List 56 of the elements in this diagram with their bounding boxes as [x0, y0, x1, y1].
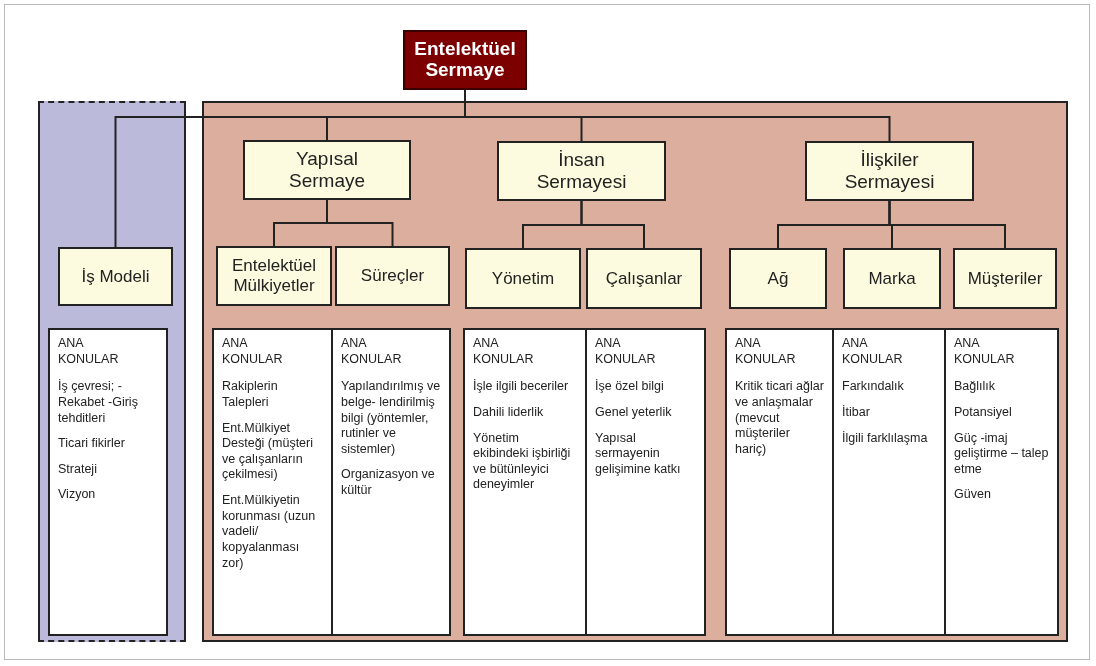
list-item: Kritik ticari ağlar ve anlaşmalar (mevcut müşteriler hariç)	[735, 379, 824, 458]
connector-line	[580, 200, 645, 249]
category-box: İlişkiler Sermayesi	[805, 141, 974, 201]
topic-list-box	[48, 328, 168, 636]
topic-list-box	[585, 328, 706, 636]
category-box: Çalışanlar	[586, 248, 702, 309]
list-heading: ANA KONULAR	[222, 336, 284, 368]
list-item: Farkındalık	[842, 379, 905, 395]
category-box: İnsan Sermayesi	[497, 141, 666, 201]
list-heading: ANA KONULAR	[954, 336, 1016, 368]
topic-list-box	[331, 328, 451, 636]
connector-line	[888, 200, 1006, 249]
category-box: Süreçler	[335, 246, 450, 306]
list-item: Ent.Mülkiyet Desteği (müşteri ve çalışanların çekilmesi)	[222, 420, 314, 483]
list-item: Ent.Mülkiyetin korunması (uzun vadeli/ kopyalanması zor)	[222, 493, 317, 572]
group-panel	[202, 101, 1068, 642]
list-item: Vizyon	[58, 487, 97, 503]
topic-list-box	[725, 328, 834, 636]
topic-list-box	[463, 328, 587, 636]
list-item: Güç -imaj geliştirme – talep etme	[954, 430, 1049, 478]
topic-list-box	[832, 328, 946, 636]
category-box: Entelektüel Mülkiyetler	[216, 246, 332, 306]
category-box: İş Modeli	[58, 247, 173, 306]
list-item: Strateji	[58, 461, 98, 478]
list-item: Potansiyel	[954, 404, 1013, 421]
list-heading: ANA KONULAR	[842, 336, 904, 368]
topic-list-box	[212, 328, 333, 636]
list-heading: ANA KONULAR	[341, 336, 403, 368]
connector-line	[326, 199, 394, 247]
list-item: İtibar	[842, 404, 871, 421]
category-box: Yapısal Sermaye	[243, 140, 411, 200]
list-item: Bağlılık	[954, 379, 996, 395]
list-heading: ANA KONULAR	[735, 336, 797, 368]
category-box: Marka	[843, 248, 941, 309]
list-item: Yönetim ekibindeki işbirliği ve bütünleyici deneyimler	[473, 430, 572, 493]
category-box: Ağ	[729, 248, 827, 309]
root-box: Entelektüel Sermaye	[403, 30, 527, 90]
list-item: Güven	[954, 487, 992, 503]
list-item: Yapılandırılmış ve belge- lendirilmiş bilgi (yöntemler, rutinler ve sistemler)	[341, 379, 441, 458]
category-box: Müşteriler	[953, 248, 1057, 309]
list-item: Yapısal sermayenin gelişimine katkı	[595, 430, 682, 478]
list-item: Genel yeterlik	[595, 404, 673, 421]
list-heading: ANA KONULAR	[595, 336, 657, 368]
group-panel	[38, 101, 186, 642]
list-item: Dahili liderlik	[473, 404, 545, 421]
list-item: İlgili farklılaşma	[842, 430, 929, 447]
list-item: İş çevresi; -Rekabet -Giriş tehditleri	[58, 379, 139, 427]
topic-list-box	[944, 328, 1059, 636]
list-item: Ticari fikirler	[58, 436, 126, 452]
list-item: İşle ilgili beceriler	[473, 379, 570, 395]
category-box: Yönetim	[465, 248, 581, 309]
list-item: Organizasyon ve kültür	[341, 467, 436, 499]
list-item: İşe özel bilgi	[595, 379, 665, 395]
list-heading: ANA KONULAR	[473, 336, 535, 368]
list-heading: ANA KONULAR	[58, 336, 120, 368]
list-item: Rakiplerin Talepleri	[222, 379, 279, 411]
